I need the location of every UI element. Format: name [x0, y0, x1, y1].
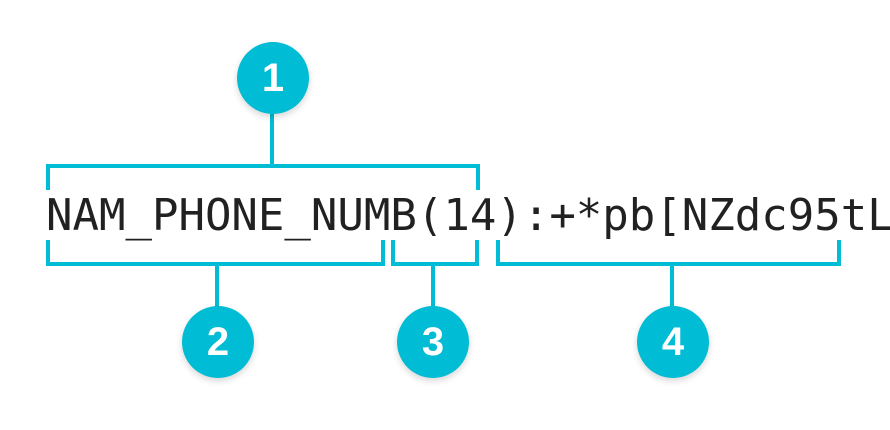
callout-1-leader-line [270, 110, 274, 166]
callout-4-leader-line [670, 262, 674, 310]
callout-4-badge[interactable]: 4 [637, 306, 709, 378]
bracket-1-left-leg [46, 164, 50, 190]
bracket-4-left-leg [496, 240, 500, 266]
bracket-3-rail [391, 262, 479, 266]
callout-3-leader-line [431, 262, 435, 310]
bracket-2-left-leg [46, 240, 50, 266]
callout-2-badge[interactable]: 2 [182, 306, 254, 378]
bracket-4-right-leg [837, 240, 841, 266]
bracket-3-right-leg [475, 240, 479, 266]
bracket-1-top-rail [46, 164, 480, 168]
code-string: NAM_PHONE_NUMB(14):+*pb[NZdc95tLB [46, 190, 890, 241]
callout-2-leader-line [215, 262, 219, 310]
bracket-1-right-leg [476, 164, 480, 190]
bracket-3-left-leg [391, 240, 395, 266]
bracket-4-rail [496, 262, 841, 266]
callout-1-badge[interactable]: 1 [237, 42, 309, 114]
callout-3-badge[interactable]: 3 [397, 306, 469, 378]
bracket-2-right-leg [381, 240, 385, 266]
